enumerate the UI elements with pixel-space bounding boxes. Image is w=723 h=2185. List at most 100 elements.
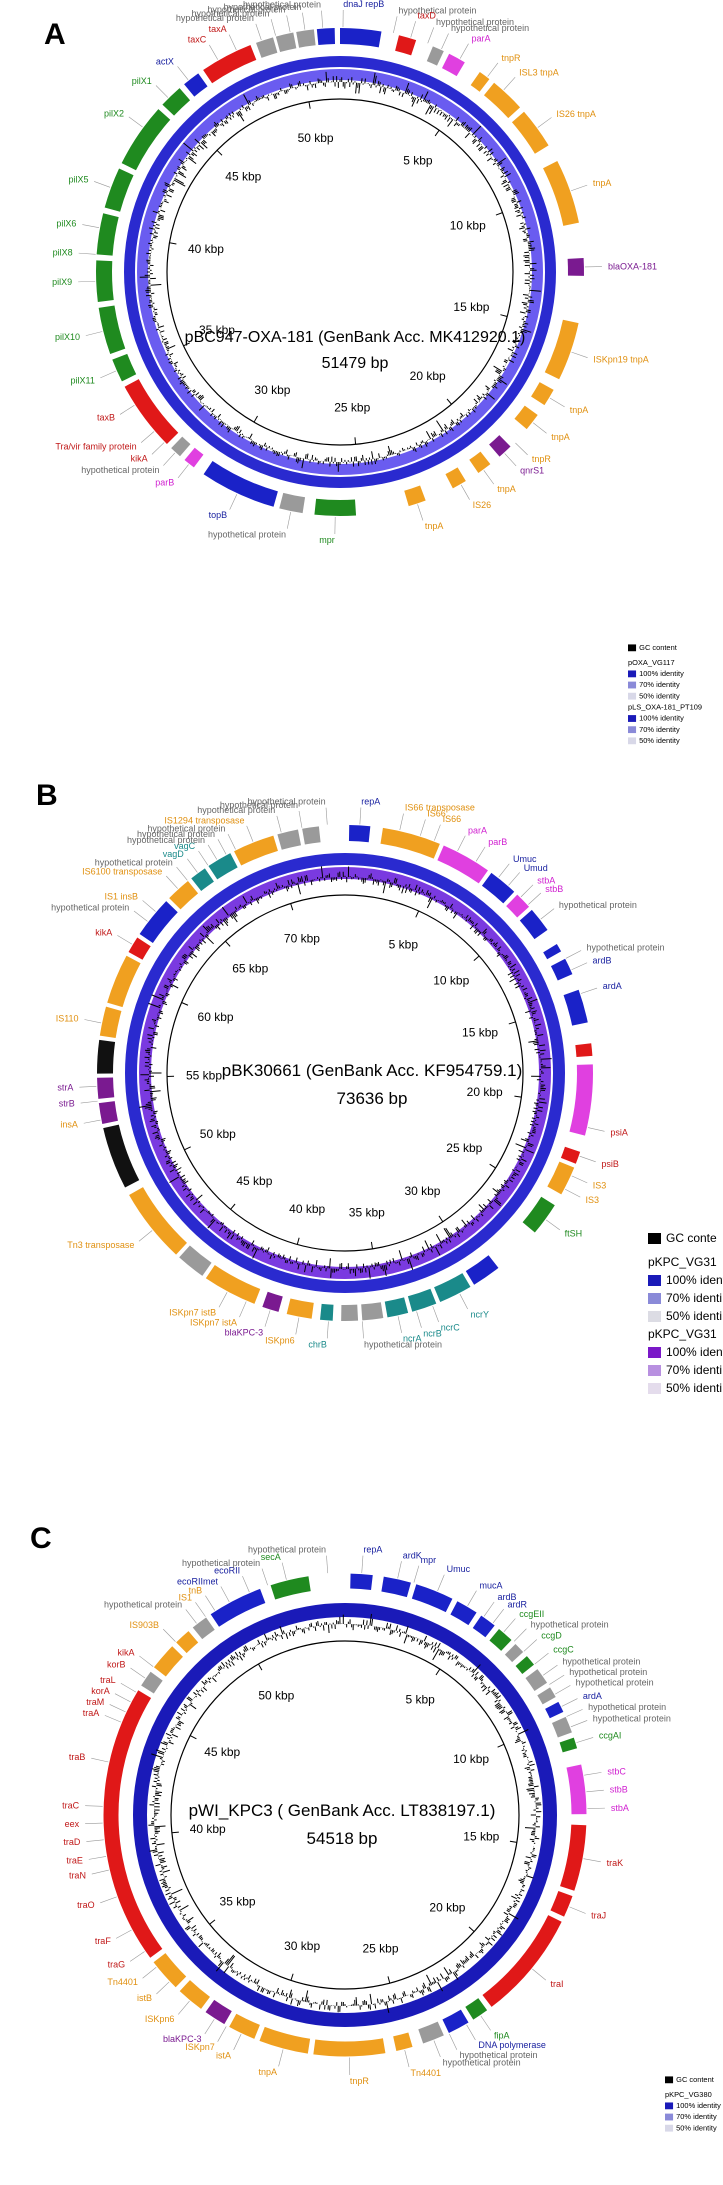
- gene-arrow: [171, 436, 191, 457]
- gene-label-leader: [117, 935, 133, 945]
- legend-swatch: [628, 681, 637, 689]
- gene-label-leader: [209, 44, 219, 60]
- legend-label: 50% identi: [666, 1309, 722, 1323]
- gene-label-leader: [326, 1321, 329, 1339]
- kbp-tick-label: 65 kbp: [232, 962, 268, 976]
- legend-label: 70% identi: [666, 1363, 722, 1377]
- gene-label-leader: [565, 950, 582, 959]
- gene-label: ccgD: [541, 1630, 562, 1640]
- gene-arrow: [543, 944, 562, 960]
- gene-label-leader: [86, 1839, 104, 1842]
- gene-arrow: [537, 1687, 556, 1705]
- gene-label: ccgAI: [599, 1731, 622, 1741]
- gene-label: traA: [83, 1708, 100, 1718]
- gene-arrow: [514, 405, 538, 430]
- gene-label-leader: [91, 1869, 109, 1875]
- gene-label-leader: [416, 1311, 422, 1328]
- gene-arrow: [191, 868, 214, 891]
- similarity-ring-1: [124, 56, 556, 488]
- gene-label-leader: [549, 1674, 565, 1685]
- gene-arrow: [256, 37, 278, 58]
- gene-arrow: [314, 498, 357, 516]
- gene-label-leader: [467, 1590, 477, 1606]
- legend-title: pKPC_VG380: [665, 2090, 712, 2099]
- kbp-tick: [435, 1668, 441, 1676]
- gene-arrow: [341, 1304, 359, 1321]
- gene-label-leader: [270, 19, 276, 36]
- gene-label-leader: [217, 2026, 227, 2042]
- gene-label: mpr: [319, 535, 335, 545]
- gene-arrow: [395, 35, 417, 56]
- gene-label: taxB: [97, 413, 115, 423]
- panel-b-rings: [125, 853, 565, 1293]
- gene-label: korA: [91, 1686, 110, 1696]
- kbp-tick-label: 50 kbp: [258, 1688, 294, 1702]
- gene-label-leader: [204, 2019, 215, 2035]
- gene-label: parB: [155, 478, 174, 488]
- gene-label: IS1: [178, 1592, 192, 1602]
- gene-label: IS26: [473, 500, 492, 510]
- gene-label: repA: [363, 1545, 382, 1555]
- gene-label: pilX2: [104, 108, 124, 118]
- gene-label-leader: [523, 1639, 538, 1652]
- gene-label: psiA: [610, 1128, 628, 1138]
- gene-arrow: [522, 1196, 555, 1233]
- gene-label: ncrY: [470, 1309, 489, 1319]
- gene-label: stbA: [537, 876, 555, 886]
- gene-label: blaKPC-3: [163, 2034, 202, 2044]
- gene-arrow: [550, 1891, 573, 1917]
- gene-label: ardA: [583, 1691, 602, 1701]
- kbp-tick-label: 5 kbp: [403, 154, 433, 168]
- gene-label: ncrC: [441, 1323, 461, 1333]
- gene-label-leader: [100, 370, 117, 379]
- gene-label: pilX9: [52, 277, 72, 287]
- gene-label: Tn4401: [411, 2068, 442, 2078]
- gene-label: blaKPC-3: [225, 1327, 264, 1337]
- kbp-tick: [189, 1735, 197, 1740]
- gene-label-leader: [492, 1608, 505, 1624]
- gene-label-leader: [326, 1555, 329, 1574]
- gene-label-leader: [399, 813, 404, 831]
- gene-label: psiB: [601, 1159, 619, 1169]
- gene-label: IS903B: [129, 1620, 159, 1630]
- gene-label-leader: [242, 1575, 250, 1593]
- gene-label: hypothetical protein: [127, 835, 205, 845]
- gene-label: hypothetical protein: [208, 530, 286, 540]
- gene-label-leader: [570, 1720, 588, 1728]
- legend-swatch: [648, 1233, 661, 1244]
- gene-label-leader: [130, 1667, 146, 1679]
- panel-b-gc-content-track: [139, 866, 552, 1279]
- gene-label-leader: [571, 1175, 588, 1184]
- kbp-tick-label: 35 kbp: [220, 1895, 256, 1909]
- gene-label-leader: [185, 1609, 197, 1624]
- gene-label: tnpA: [425, 521, 444, 531]
- gene-label-leader: [88, 1856, 107, 1860]
- gene-label: hypothetical protein: [95, 857, 173, 867]
- gene-label: Tn3 transposase: [67, 1240, 134, 1250]
- panel-b-title: pBK30661 (GenBank Acc. KF954759.1): [222, 1061, 523, 1080]
- kbp-tick-label: 15 kbp: [463, 1830, 499, 1844]
- legend-label: GC content: [639, 643, 678, 652]
- gene-label: tnpR: [502, 53, 522, 63]
- similarity-ring-2: [139, 867, 551, 1279]
- gene-label: tnpA: [570, 405, 589, 415]
- panel-a-letter: A: [44, 18, 66, 51]
- gene-label: ncrA: [403, 1334, 422, 1344]
- legend-label: 70% identity: [639, 725, 680, 734]
- gene-label: traJ: [591, 1911, 606, 1921]
- gene-arrow: [279, 492, 306, 514]
- legend-label: GC conte: [666, 1231, 717, 1245]
- gene-label: stbB: [610, 1785, 628, 1795]
- panel-a-rings: [124, 56, 556, 488]
- gene-label: hypothetical protein: [51, 902, 129, 912]
- gene-label: hypothetical protein: [576, 1677, 654, 1687]
- gene-arrow: [472, 1615, 495, 1638]
- gene-label-leader: [413, 1565, 420, 1583]
- kbp-tick-label: 30 kbp: [254, 383, 290, 397]
- gene-label-leader: [571, 184, 588, 192]
- gene-label-leader: [587, 1127, 605, 1132]
- gene-arrow: [97, 1039, 116, 1074]
- gene-label: traO: [77, 1900, 95, 1910]
